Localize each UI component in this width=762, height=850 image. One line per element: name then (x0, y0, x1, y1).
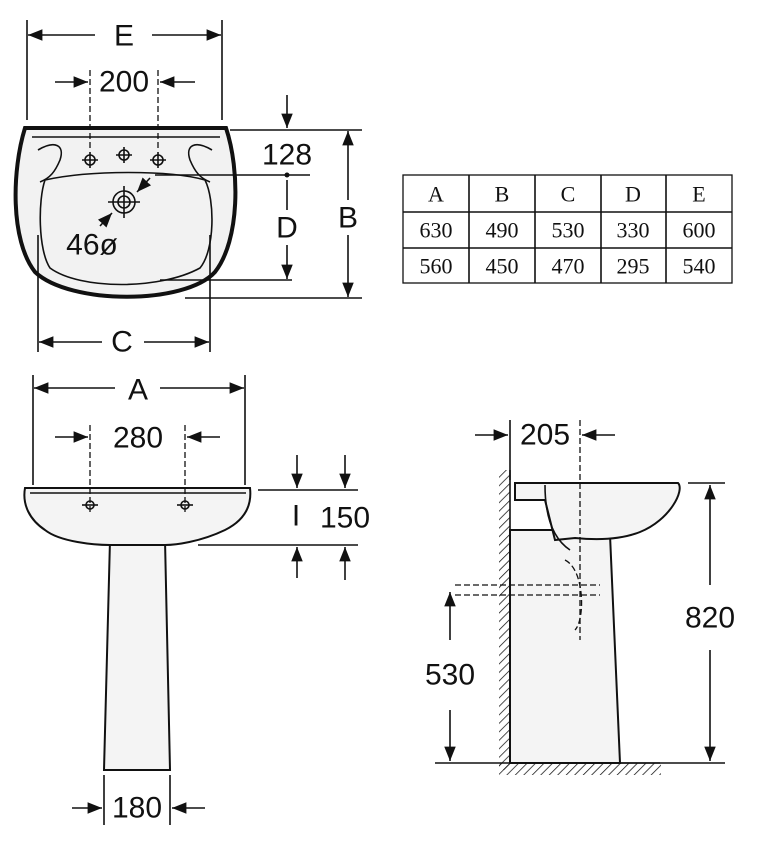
dimension-b-label: B (338, 202, 358, 235)
side-view: 205 530 820 (425, 419, 735, 775)
dimensions-table: A B C D E 630 490 530 330 600 560 450 47… (402, 174, 733, 284)
table-header: C (561, 182, 576, 207)
table-cell: 600 (683, 218, 716, 243)
pedestal-front (102, 539, 172, 771)
table-row: 560 450 470 295 540 (420, 254, 716, 279)
table-cell: 470 (552, 254, 585, 279)
table-cell: 295 (617, 254, 650, 279)
table-header: A (428, 182, 444, 207)
tap-spacing-200-label: 200 (99, 66, 149, 99)
drain-height-530-label: 530 (425, 659, 475, 692)
table-cell: 490 (486, 218, 519, 243)
front-view: A 280 I 150 180 (23, 374, 370, 825)
dimension-150-label: 150 (320, 502, 370, 535)
dimension-d-label: D (276, 212, 298, 245)
dimension-i-label: I (292, 500, 300, 533)
top-view: 46ø E 200 128 D B C (13, 20, 362, 359)
wall-distance-205-label: 205 (520, 419, 570, 452)
basin-side (514, 482, 681, 542)
dimension-e-label: E (114, 20, 134, 53)
dimension-128-label: 128 (262, 139, 312, 172)
dimension-c-label: C (111, 326, 133, 359)
tap-hole-icons (82, 147, 166, 168)
wall-hatch (499, 470, 510, 770)
table-cell: 330 (617, 218, 650, 243)
dimension-a-label: A (128, 374, 148, 407)
basin-front (23, 487, 252, 546)
pedestal-width-180-label: 180 (112, 792, 162, 825)
table-row: 630 490 530 330 600 (420, 218, 716, 243)
table-cell: 450 (486, 254, 519, 279)
drain-diameter-label: 46ø (66, 229, 118, 262)
basin-bowl (39, 171, 213, 286)
pedestal-side (509, 529, 622, 764)
table-cell: 530 (552, 218, 585, 243)
tap-spacing-280-label: 280 (113, 422, 163, 455)
table-header: E (692, 182, 705, 207)
table-header: B (495, 182, 510, 207)
table-header: D (625, 182, 641, 207)
floor-hatch (499, 763, 661, 775)
drain-icon (98, 177, 152, 228)
basin-height-820-label: 820 (685, 602, 735, 635)
table-cell: 540 (683, 254, 716, 279)
table-header-row: A B C D E (428, 182, 706, 207)
table-cell: 630 (420, 218, 453, 243)
table-cell: 560 (420, 254, 453, 279)
